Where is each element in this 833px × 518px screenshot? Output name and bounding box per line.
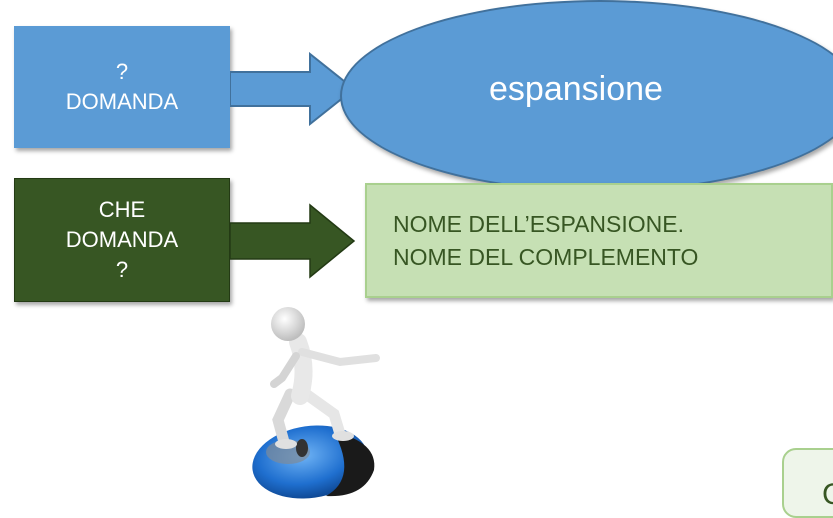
- domanda-box: ? DOMANDA: [14, 26, 230, 148]
- arrow-to-nome: [230, 203, 356, 279]
- domanda-box-line2: DOMANDA: [65, 89, 179, 114]
- nome-espansione-line2: NOME DEL COMPLEMENTO: [393, 243, 699, 270]
- che-domanda-box: CHE DOMANDA ?: [14, 178, 230, 302]
- arrow-to-espansione: [230, 52, 356, 126]
- nome-espansione-line1: NOME DELL’ESPANSIONE.: [393, 210, 684, 237]
- espansione-ellipse: [340, 0, 833, 192]
- stick-figure-on-computer-mouse-icon: [252, 307, 380, 499]
- nome-espansione-box: NOME DELL’ESPANSIONE. NOME DEL COMPLEMEN…: [365, 183, 833, 298]
- espansione-label: espansione: [489, 70, 663, 108]
- che-domanda-line2: DOMANDA: [65, 227, 179, 252]
- domanda-box-line1: ?: [115, 59, 129, 84]
- corner-partial-letter: C: [822, 478, 833, 511]
- che-domanda-line1: CHE: [98, 197, 146, 222]
- che-domanda-line3: ?: [115, 257, 129, 282]
